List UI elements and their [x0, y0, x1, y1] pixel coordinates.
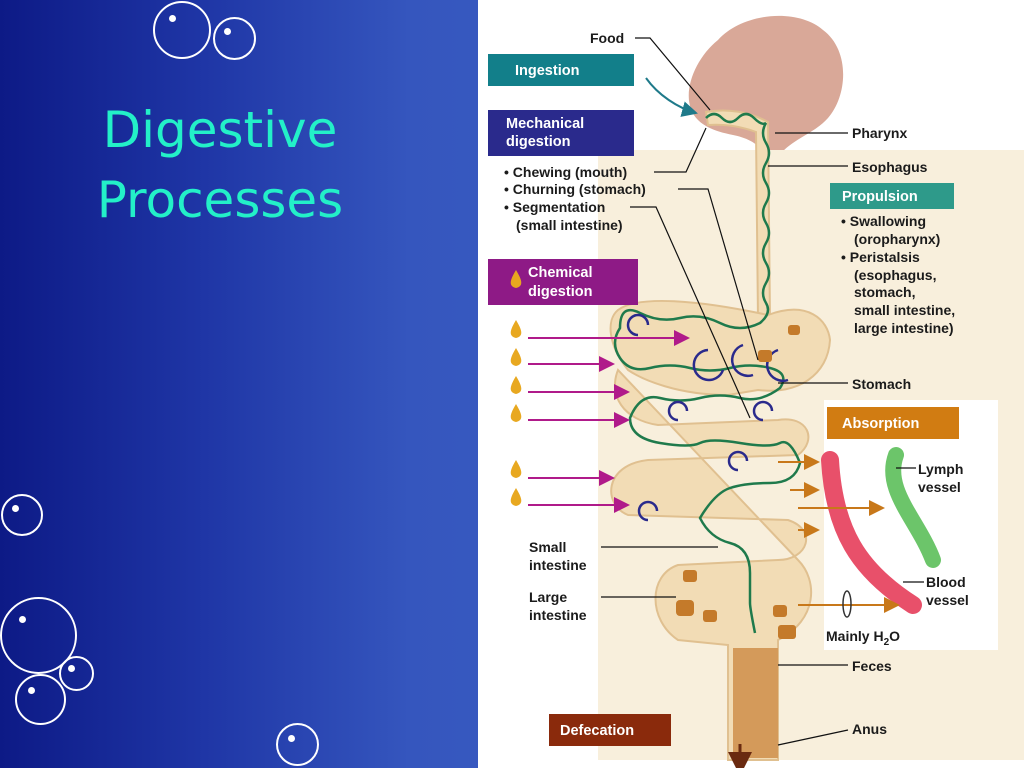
water-droplet-icon — [842, 590, 852, 618]
mechanical-digestion-box — [488, 110, 634, 156]
mechanical-item-small-intestine: (small intestine) — [516, 217, 623, 233]
enzyme-drops — [505, 272, 522, 506]
defecation-label: Defecation — [560, 723, 634, 739]
label-large-intestine-2: intestine — [529, 607, 587, 623]
ingestion-box — [488, 54, 634, 86]
enzyme-arrows — [528, 330, 690, 513]
absorption-arrows — [778, 454, 900, 613]
label-small-intestine-1: Small — [529, 539, 566, 555]
absorption-box — [827, 407, 959, 439]
label-mainly-water: Mainly H2O — [826, 628, 900, 648]
propulsion-item-small-intestine: small intestine, — [854, 302, 955, 318]
label-lymph-vessel-1: Lymph — [918, 461, 963, 477]
title-line-1: Digestive — [102, 101, 338, 159]
propulsion-item-oropharynx: (oropharynx) — [854, 231, 940, 247]
chemical-label-line2: digestion — [528, 284, 592, 300]
propulsion-item-peristalsis: • Peristalsis — [841, 249, 920, 265]
label-blood-vessel-2: vessel — [926, 592, 969, 608]
title-line-2: Processes — [96, 171, 344, 229]
feces-particles — [676, 325, 800, 758]
lymph-vessel — [885, 447, 941, 568]
mechanical-label-line2: digestion — [506, 134, 570, 150]
bubble-decoration — [59, 656, 94, 691]
slide-title: Digestive Processes — [40, 95, 400, 235]
propulsion-box — [830, 183, 954, 209]
ingestion-arrow — [645, 77, 698, 117]
label-food: Food — [590, 30, 624, 46]
churning-swirls — [626, 313, 789, 522]
label-blood-vessel-1: Blood — [926, 574, 966, 590]
label-lymph-vessel-2: vessel — [918, 479, 961, 495]
chemical-drop-icon — [510, 270, 522, 288]
propulsion-item-stomach: stomach, — [854, 284, 915, 300]
bubble-decoration — [276, 723, 319, 766]
bubble-decoration — [153, 1, 211, 59]
mechanical-item-segmentation: • Segmentation — [504, 199, 605, 215]
propulsion-item-large-intestine: large intestine) — [854, 320, 954, 336]
digestive-diagram: Ingestion Mechanical digestion Chemical … — [478, 0, 1024, 768]
propulsion-item-swallowing: • Swallowing — [841, 213, 926, 229]
mechanical-item-chewing: • Chewing (mouth) — [504, 164, 627, 180]
label-large-intestine-1: Large — [529, 589, 567, 605]
mechanical-item-churning: • Churning (stomach) — [504, 181, 646, 197]
label-small-intestine-2: intestine — [529, 557, 587, 573]
label-feces: Feces — [852, 658, 892, 674]
bubble-decoration — [15, 674, 66, 725]
bubble-decoration — [0, 597, 77, 674]
defecation-box — [549, 714, 671, 746]
label-stomach: Stomach — [852, 376, 911, 392]
propulsion-item-esophagus: (esophagus, — [854, 267, 936, 283]
absorption-label: Absorption — [842, 416, 919, 432]
mechanical-label-line1: Mechanical — [506, 116, 584, 132]
label-pharynx: Pharynx — [852, 125, 907, 141]
blood-vessel — [821, 451, 922, 614]
bubble-decoration — [1, 494, 43, 536]
bubble-decoration — [213, 17, 256, 60]
leader-lines — [601, 37, 924, 746]
chemical-label-line1: Chemical — [528, 265, 592, 281]
ingestion-label: Ingestion — [515, 63, 579, 79]
label-esophagus: Esophagus — [852, 159, 928, 175]
muscle-layer-line — [613, 112, 802, 634]
propulsion-label: Propulsion — [842, 189, 918, 205]
label-anus: Anus — [852, 721, 887, 737]
